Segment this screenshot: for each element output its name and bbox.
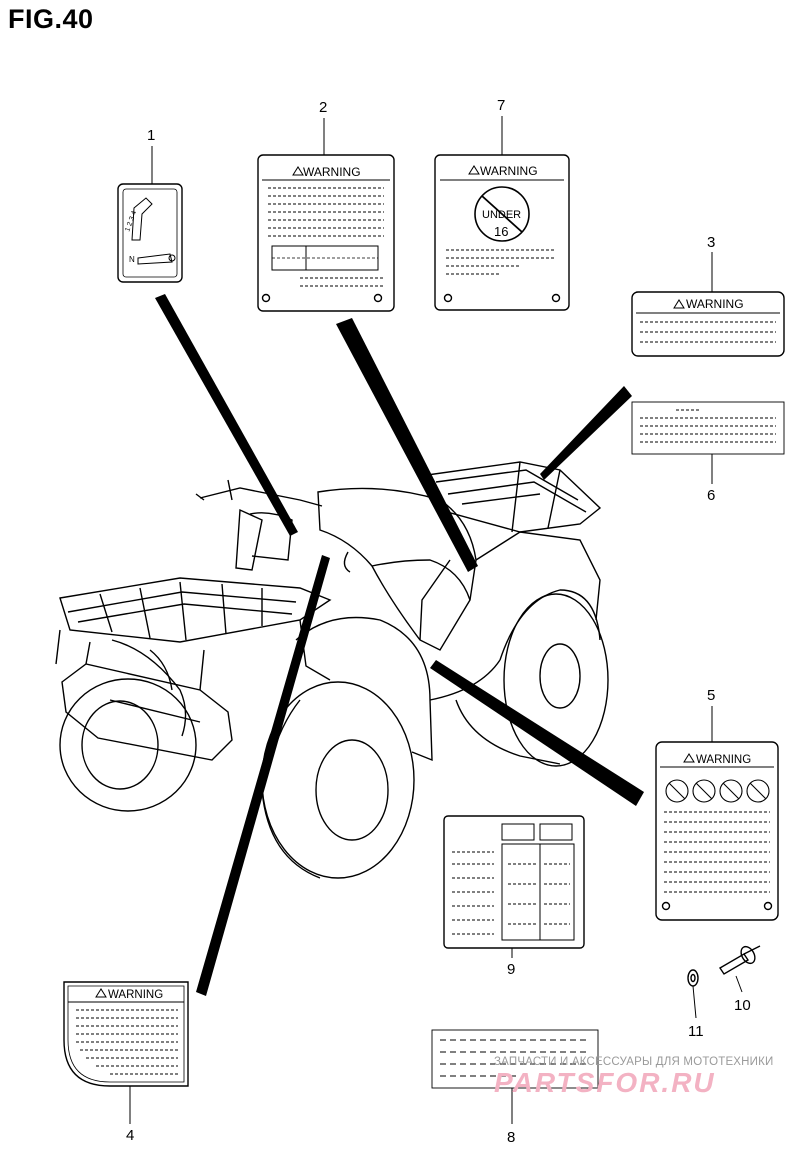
part-6-label: [631, 401, 785, 455]
callout-2: 2: [319, 99, 327, 116]
neutral-mark-text: N: [129, 255, 135, 264]
leader-1: [155, 294, 298, 536]
warning-text-5: WARNING: [696, 754, 751, 766]
leader-5: [430, 660, 644, 806]
callout-ticks: [129, 116, 743, 1124]
leader-2: [336, 318, 478, 572]
part-5-warning-label: WARNING: [655, 741, 779, 921]
part-4-warning-label: WARNING: [63, 981, 189, 1087]
part-1-shift-label: 1 2 3 4 N: [117, 183, 183, 283]
part-8-label: [431, 1029, 599, 1089]
callout-6: 6: [707, 487, 715, 504]
part-7-under16-label: WARNING UNDER 16: [434, 154, 570, 311]
watermark-tagline: ЗАПЧАСТИ И АКСЕССУАРЫ ДЛЯ МОТОТЕХНИКИ: [494, 1056, 774, 1068]
callout-7: 7: [497, 97, 505, 114]
part-2-warning-label: WARNING: [257, 154, 395, 312]
warning-text-3: WARNING: [686, 297, 744, 311]
warning-text-2: WARNING: [303, 165, 361, 179]
leader-4: [196, 555, 330, 996]
callout-8: 8: [507, 1129, 515, 1146]
callout-numbers: 1 2 3 4 5 6 7 8 9 10 11: [126, 97, 751, 1146]
watermark: ЗАПЧАСТИ И АКСЕССУАРЫ ДЛЯ МОТОТЕХНИКИ PA…: [494, 1056, 794, 1099]
callout-9: 9: [507, 961, 515, 978]
warning-text-7: WARNING: [480, 164, 538, 178]
part-11-washer: [687, 969, 699, 987]
figure-title: FIG.40: [8, 4, 94, 34]
under-text: UNDER: [482, 209, 521, 221]
callout-4: 4: [126, 1127, 134, 1144]
gear-marks-text: 1 2 3 4: [124, 210, 138, 233]
callout-5: 5: [707, 687, 715, 704]
callout-1: 1: [147, 127, 155, 144]
warning-text-4: WARNING: [108, 989, 163, 1001]
watermark-logo: PARTSFOR.RU: [494, 1067, 716, 1098]
leader-6: [540, 386, 632, 480]
callout-11: 11: [688, 1023, 704, 1040]
part-10-rivet: [719, 945, 761, 975]
part-9-spec-label: [443, 815, 585, 949]
callout-3: 3: [707, 234, 715, 251]
age-number-text: 16: [494, 224, 508, 239]
callout-10: 10: [734, 997, 751, 1014]
leader-lines: [155, 294, 644, 996]
part-3-warning-label: WARNING: [631, 291, 785, 357]
